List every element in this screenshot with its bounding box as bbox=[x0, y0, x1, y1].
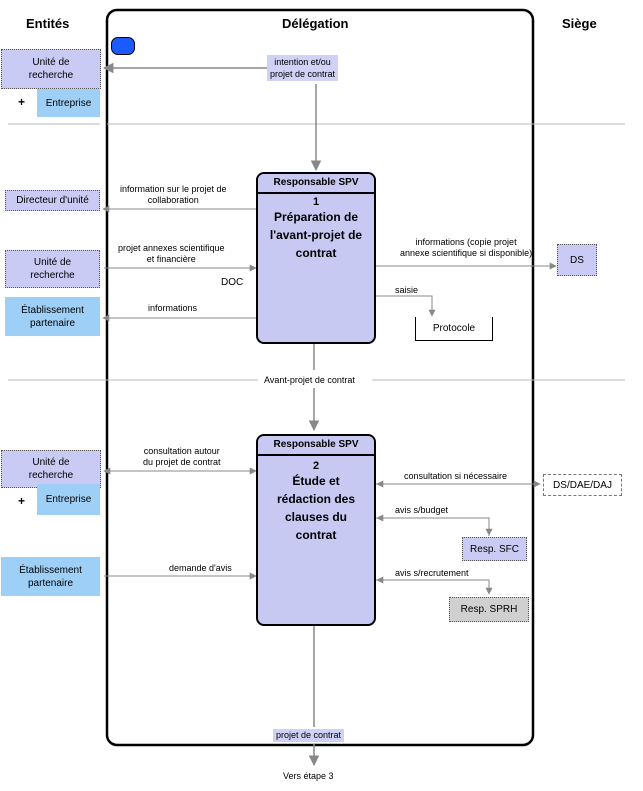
process-2-title: Étude et rédaction des clauses du contra… bbox=[276, 474, 356, 542]
delegation-frame bbox=[105, 8, 535, 747]
resp-sfc-box: Resp. SFC bbox=[462, 537, 527, 561]
entity-unit-top: Unité de recherche bbox=[1, 49, 101, 89]
info-project-label: information sur le projet de collaborati… bbox=[120, 184, 227, 205]
siege-ds-box: DS bbox=[557, 244, 597, 276]
process-1-title: Préparation de l'avant-projet de contrat bbox=[269, 210, 363, 260]
header-entites: Entités bbox=[26, 16, 70, 31]
info-right-label: informations (copie projet annexe scient… bbox=[400, 237, 533, 258]
intention-label: intention et/ou projet de contrat bbox=[267, 55, 339, 81]
entity-company-top: Entreprise bbox=[37, 89, 100, 117]
saisie-label: saisie bbox=[395, 285, 419, 295]
projet-contrat-label: projet de contrat bbox=[273, 729, 345, 742]
process-2-box: Responsable SPV 2 Étude et rédaction des… bbox=[256, 434, 376, 626]
process-2-number: 2 bbox=[312, 460, 320, 472]
resp-sprh-box: Resp. SPRH bbox=[449, 597, 529, 622]
entity-unit-1: Unité de recherche bbox=[5, 250, 100, 288]
process-1-number: 1 bbox=[312, 196, 320, 208]
doc-label: DOC bbox=[221, 277, 244, 288]
entity-company-2: Entreprise bbox=[37, 484, 100, 515]
header-delegation: Délégation bbox=[282, 16, 349, 31]
vers-etape-label: Vers étape 3 bbox=[283, 771, 334, 781]
process-2-header: Responsable SPV bbox=[258, 436, 374, 456]
avant-projet-label: Avant-projet de contrat bbox=[262, 375, 357, 386]
project-annex-label: projet annexes scientifique et financièr… bbox=[118, 243, 225, 264]
header-siege: Siège bbox=[562, 16, 597, 31]
start-pill-icon bbox=[111, 37, 135, 55]
entity-director: Directeur d'unité bbox=[5, 190, 100, 211]
informations-label: informations bbox=[148, 303, 198, 313]
entity-partner-2: Établissement partenaire bbox=[1, 557, 100, 596]
protocole-box: Protocole bbox=[415, 317, 493, 341]
consultation-label: consultation autour du projet de contrat bbox=[143, 446, 221, 467]
avis-recrut-label: avis s/recrutement bbox=[395, 568, 469, 578]
avis-budget-label: avis s/budget bbox=[395, 505, 449, 515]
plus-sign-top: + bbox=[18, 95, 26, 109]
consult-right-label: consultation si nécessaire bbox=[404, 471, 508, 481]
entity-partner-1: Établissement partenaire bbox=[5, 297, 100, 336]
process-1-box: Responsable SPV 1 Préparation de l'avant… bbox=[256, 172, 376, 344]
ds-dae-daj-box: DS/DAE/DAJ bbox=[543, 474, 622, 496]
demande-label: demande d'avis bbox=[169, 563, 232, 573]
process-1-header: Responsable SPV bbox=[258, 174, 374, 194]
entity-unit-2: Unité de recherche bbox=[1, 450, 101, 488]
plus-sign-2: + bbox=[18, 494, 26, 508]
